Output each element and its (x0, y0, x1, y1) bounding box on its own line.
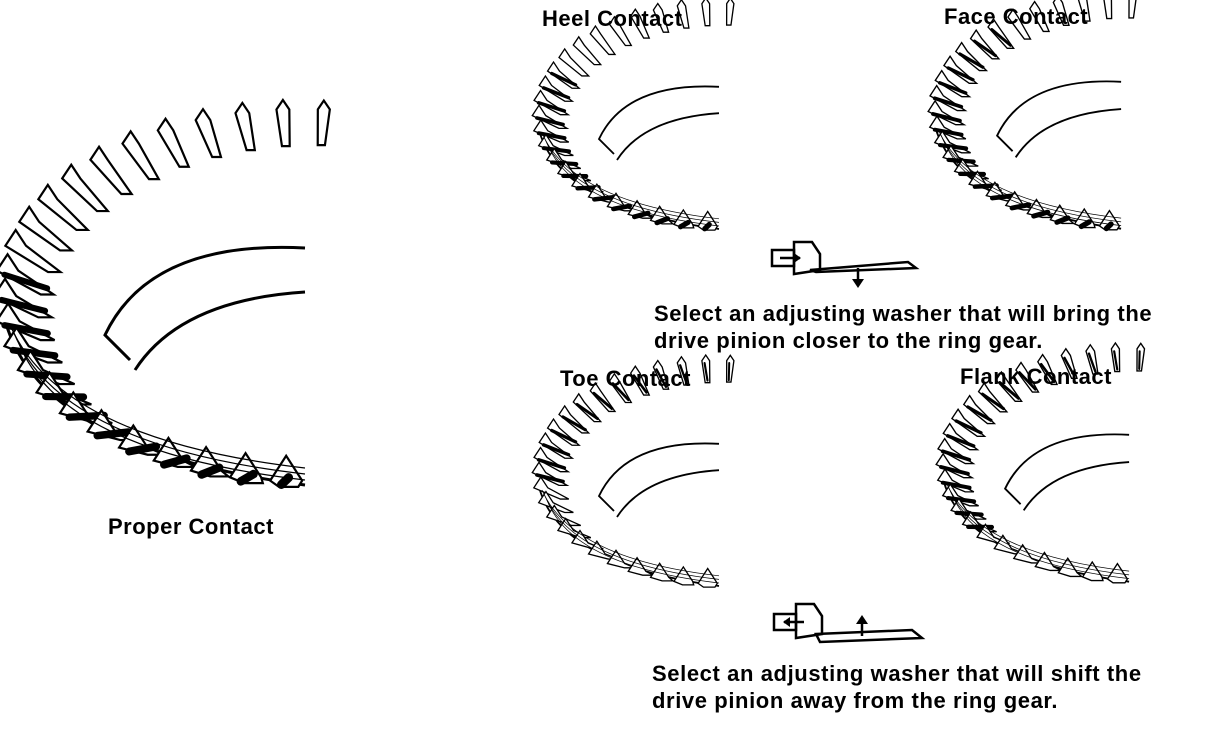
flank-contact-label: Flank Contact (960, 364, 1112, 389)
heel-contact-gear (531, 0, 735, 232)
instruction-away-line1: Select an adjusting washer that will shi… (652, 661, 1142, 686)
proper-contact-gear (0, 98, 331, 490)
flank-contact-gear (935, 341, 1146, 584)
face-contact-gear (927, 0, 1137, 232)
instruction-closer-line1: Select an adjusting washer that will bri… (654, 301, 1153, 326)
pinion-closer-icon (770, 240, 920, 288)
instruction-closer-line2: drive pinion closer to the ring gear. (654, 328, 1043, 353)
instruction-closer: Select an adjusting washer that will bri… (654, 300, 1152, 354)
face-contact-label: Face Contact (944, 4, 1089, 29)
heel-contact-label: Heel Contact (542, 6, 683, 31)
toe-contact-gear (531, 353, 735, 588)
instruction-away-line2: drive pinion away from the ring gear. (652, 688, 1059, 713)
instruction-away: Select an adjusting washer that will shi… (652, 660, 1142, 714)
toe-contact-label: Toe Contact (560, 366, 691, 391)
pinion-away-icon (772, 602, 926, 644)
proper-contact-label: Proper Contact (108, 514, 274, 539)
